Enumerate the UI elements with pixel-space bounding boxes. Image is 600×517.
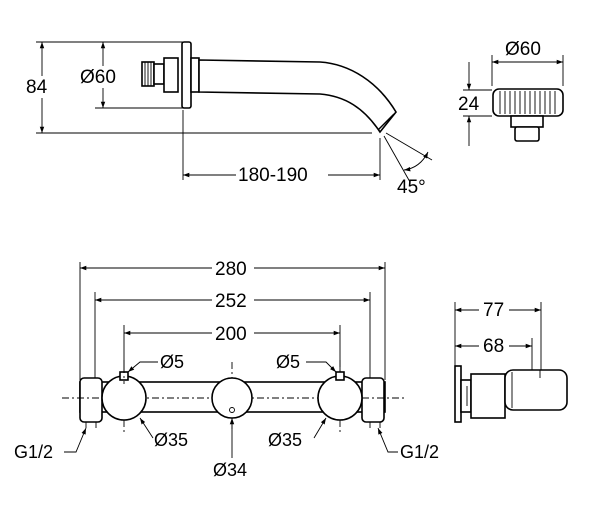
side-view: 77 68 [454,298,568,423]
thread-stub-left [79,377,103,423]
side-wall-plate [454,365,462,423]
dim-label-rosette-dia: Ø60 [505,39,541,60]
dim-label-68: 68 [483,336,504,357]
angle-arc [403,151,429,172]
label-knob-left: Ø35 [154,430,188,450]
dim-label-252: 252 [215,291,247,312]
spout-view: 84 Ø60 180-190 45° [22,41,433,198]
rosette-body [492,88,564,117]
pin-hole-right [335,371,345,381]
spout-body [198,59,397,134]
side-knob [504,369,568,411]
dim-label-84: 84 [26,77,48,98]
label-thread-right: G1/2 [400,442,439,462]
dim-label-200: 200 [215,324,247,345]
rosette-view: Ø60 24 [458,39,564,146]
dim-label-rosette-depth: 24 [458,94,480,115]
dim-label-reach: 180-190 [238,165,308,186]
dim-label-angle: 45° [397,177,426,198]
side-body [470,373,506,419]
label-hole-left: Ø5 [160,352,184,372]
center-outlet [211,377,253,419]
valve-knob-right [317,375,363,421]
label-knob-right: Ø35 [268,430,302,450]
label-hole-right: Ø5 [276,352,300,372]
label-thread-left: G1/2 [14,442,53,462]
label-center-outlet: Ø34 [213,460,247,480]
thread-stub-right [361,377,385,423]
spout-rosette-plate [181,41,192,109]
dim-label-77: 77 [483,300,504,321]
dim-label-280: 280 [215,259,247,280]
dim-label-dia60: Ø60 [80,67,116,88]
front-view: 280 252 200 Ø5 Ø5 [14,256,439,480]
